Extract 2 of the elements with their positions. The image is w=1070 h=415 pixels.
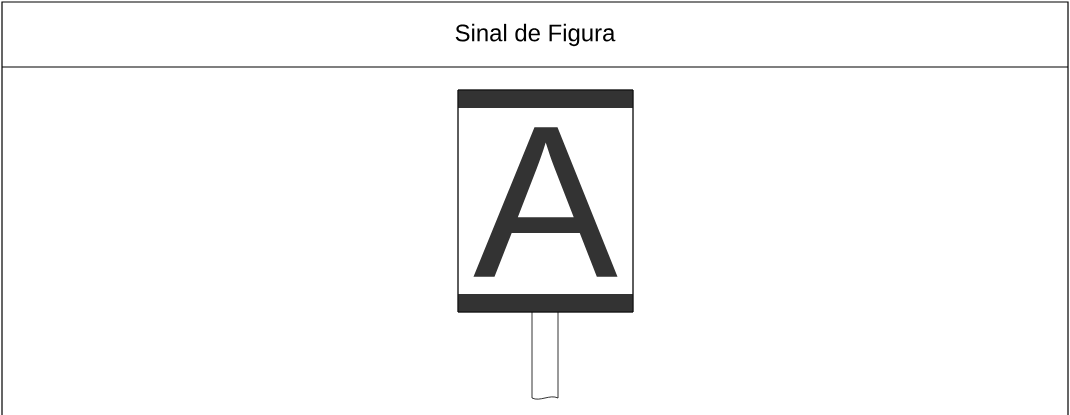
title: Sinal de Figura	[455, 23, 616, 47]
sign-board: A	[457, 89, 634, 313]
